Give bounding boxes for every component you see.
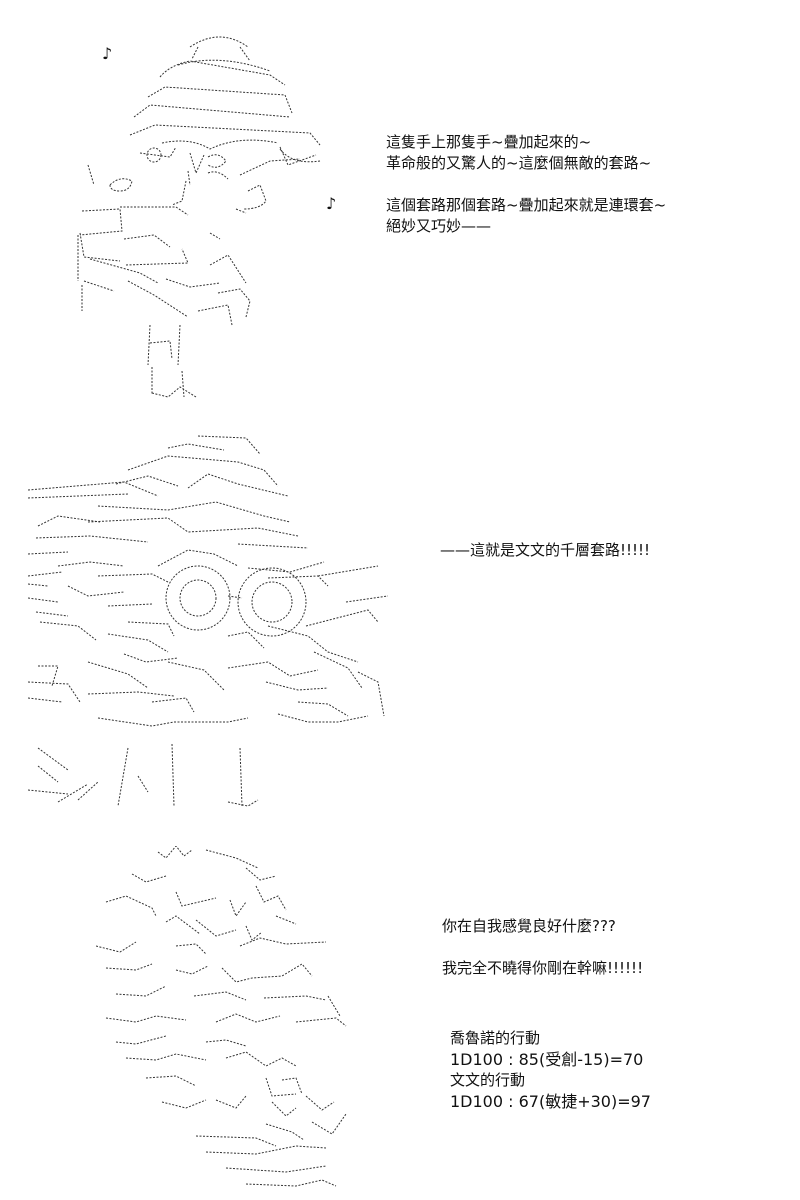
dialogue-line: 這個套路那個套路~疊加起來就是連環套~ bbox=[386, 196, 667, 214]
ascii-art-figure-tengu bbox=[28, 426, 388, 816]
dialogue-gap bbox=[386, 174, 666, 195]
music-note-icon: ♪ bbox=[326, 194, 337, 213]
dice-action-label: 喬魯諾的行動 bbox=[450, 1029, 541, 1047]
ascii-art-figure-dancer bbox=[70, 25, 370, 405]
dialogue-line: 你在自我感覺良好什麼??? bbox=[442, 917, 616, 935]
ascii-art-figure-giorno bbox=[96, 846, 366, 1192]
dialogue-line: ——這就是文文的千層套路!!!!! bbox=[440, 541, 651, 559]
dialogue-panel-1: 這隻手上那隻手~疊加起來的~ 革命般的又驚人的~這麼個無敵的套路~ 這個套路那個… bbox=[386, 132, 666, 237]
dialogue-line: 絕妙又巧妙—— bbox=[386, 217, 492, 235]
dialogue-gap bbox=[442, 937, 643, 958]
music-note-icon: ♪ bbox=[102, 44, 113, 63]
dice-roll-result: 1D100 : 67(敏捷+30)=97 bbox=[450, 1092, 651, 1111]
panel-1: ♪ ♪ bbox=[0, 0, 800, 420]
dice-roll-results: 喬魯諾的行動 1D100 : 85(受創-15)=70 文文的行動 1D100 … bbox=[450, 1028, 651, 1112]
panel-3: 你在自我感覺良好什麼??? 我完全不曉得你剛在幹嘛!!!!!! 喬魯諾的行動 1… bbox=[0, 820, 800, 1200]
dialogue-line: 革命般的又驚人的~這麼個無敵的套路~ bbox=[386, 154, 652, 172]
dice-action-label: 文文的行動 bbox=[450, 1071, 526, 1089]
dialogue-line: 這隻手上那隻手~疊加起來的~ bbox=[386, 133, 592, 151]
dialogue-panel-3: 你在自我感覺良好什麼??? 我完全不曉得你剛在幹嘛!!!!!! bbox=[442, 916, 643, 979]
dice-roll-result: 1D100 : 85(受創-15)=70 bbox=[450, 1050, 644, 1069]
panel-2: ——這就是文文的千層套路!!!!! bbox=[0, 420, 800, 820]
dialogue-line: 我完全不曉得你剛在幹嘛!!!!!! bbox=[442, 959, 644, 977]
dialogue-panel-2: ——這就是文文的千層套路!!!!! bbox=[440, 540, 650, 561]
